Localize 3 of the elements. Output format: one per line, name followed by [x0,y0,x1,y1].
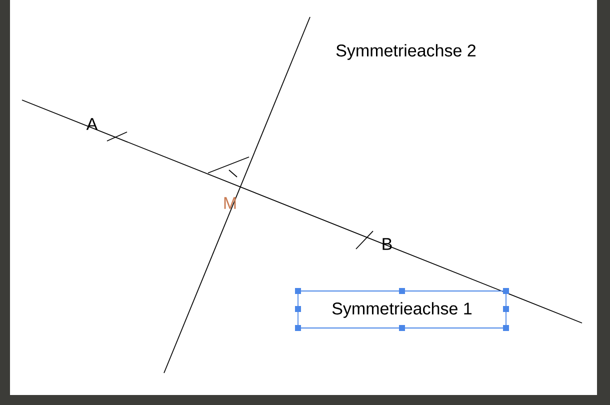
axis-label: Symmetrieachse 2 [336,44,476,60]
point-label: A [86,118,98,130]
axis-label: Symmetrieachse 1 [332,302,472,318]
